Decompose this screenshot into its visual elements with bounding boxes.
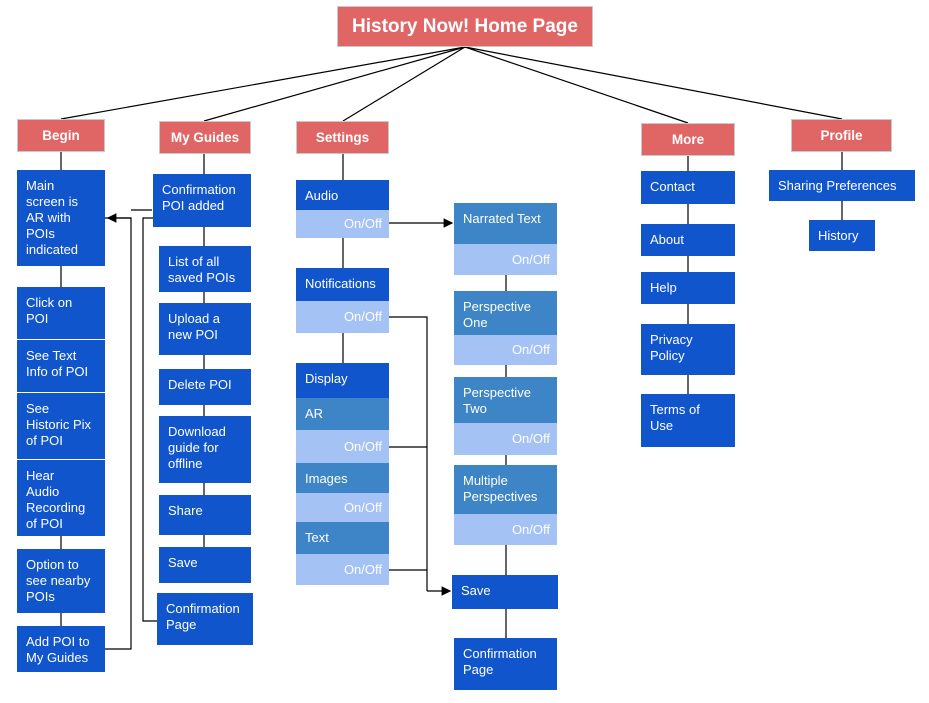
begin-text-info: See Text Info of POI — [17, 340, 105, 392]
home-page-node: History Now! Home Page — [337, 6, 593, 47]
more-about: About — [641, 224, 735, 256]
settings-images: Images — [296, 463, 389, 493]
guides-save: Save — [159, 547, 251, 583]
settings-audio: Audio — [296, 180, 389, 210]
guides-confirmation-page: Confirmation Page — [157, 593, 253, 645]
menu-settings: Settings — [296, 121, 389, 154]
settings-ar-toggle: On/Off — [296, 430, 389, 463]
more-privacy-policy: Privacy Policy — [641, 324, 735, 375]
audio-perspective-one-toggle: On/Off — [454, 335, 557, 365]
guides-list-saved: List of all saved POIs — [159, 246, 251, 292]
menu-begin: Begin — [17, 119, 105, 152]
profile-sharing-preferences: Sharing Preferences — [769, 170, 915, 201]
guides-download: Download guide for offline — [159, 416, 251, 483]
audio-multiple-perspectives: Multiple Perspectives — [454, 465, 557, 514]
begin-main-screen: Main screen is AR with POIs indicated — [17, 170, 105, 266]
begin-historic-pix: See Historic Pix of POI — [17, 393, 105, 459]
audio-multiple-toggle: On/Off — [454, 514, 557, 545]
audio-narrated-text: Narrated Text — [454, 203, 557, 244]
menu-profile: Profile — [791, 119, 892, 152]
more-help: Help — [641, 272, 735, 304]
guides-delete-poi: Delete POI — [159, 369, 251, 405]
settings-notifications: Notifications — [296, 268, 389, 301]
settings-display: Display — [296, 363, 389, 398]
settings-ar: AR — [296, 398, 389, 430]
audio-narrated-toggle: On/Off — [454, 244, 557, 275]
menu-more: More — [641, 123, 735, 156]
begin-audio-recording: Hear Audio Recording of POI — [17, 460, 105, 536]
begin-nearby-pois: Option to see nearby POIs — [17, 549, 105, 613]
settings-text: Text — [296, 522, 389, 554]
audio-perspective-one: Perspective One — [454, 291, 557, 335]
audio-perspective-two-toggle: On/Off — [454, 423, 557, 455]
settings-audio-toggle: On/Off — [296, 210, 389, 238]
menu-my-guides: My Guides — [159, 121, 251, 154]
audio-perspective-two: Perspective Two — [454, 377, 557, 423]
more-terms-of-use: Terms of Use — [641, 394, 735, 447]
settings-text-toggle: On/Off — [296, 554, 389, 585]
begin-add-poi: Add POI to My Guides — [17, 626, 105, 672]
guides-confirmation-poi-added: Confirmation POI added — [153, 174, 251, 227]
more-contact: Contact — [641, 171, 735, 204]
profile-history: History — [809, 220, 875, 251]
begin-click-poi: Click on POI — [17, 287, 105, 339]
guides-upload-poi: Upload a new POI — [159, 303, 251, 355]
settings-images-toggle: On/Off — [296, 493, 389, 522]
guides-share: Share — [159, 495, 251, 535]
settings-confirmation-page: Confirmation Page — [454, 638, 557, 690]
settings-save: Save — [452, 575, 558, 609]
settings-notifications-toggle: On/Off — [296, 301, 389, 333]
